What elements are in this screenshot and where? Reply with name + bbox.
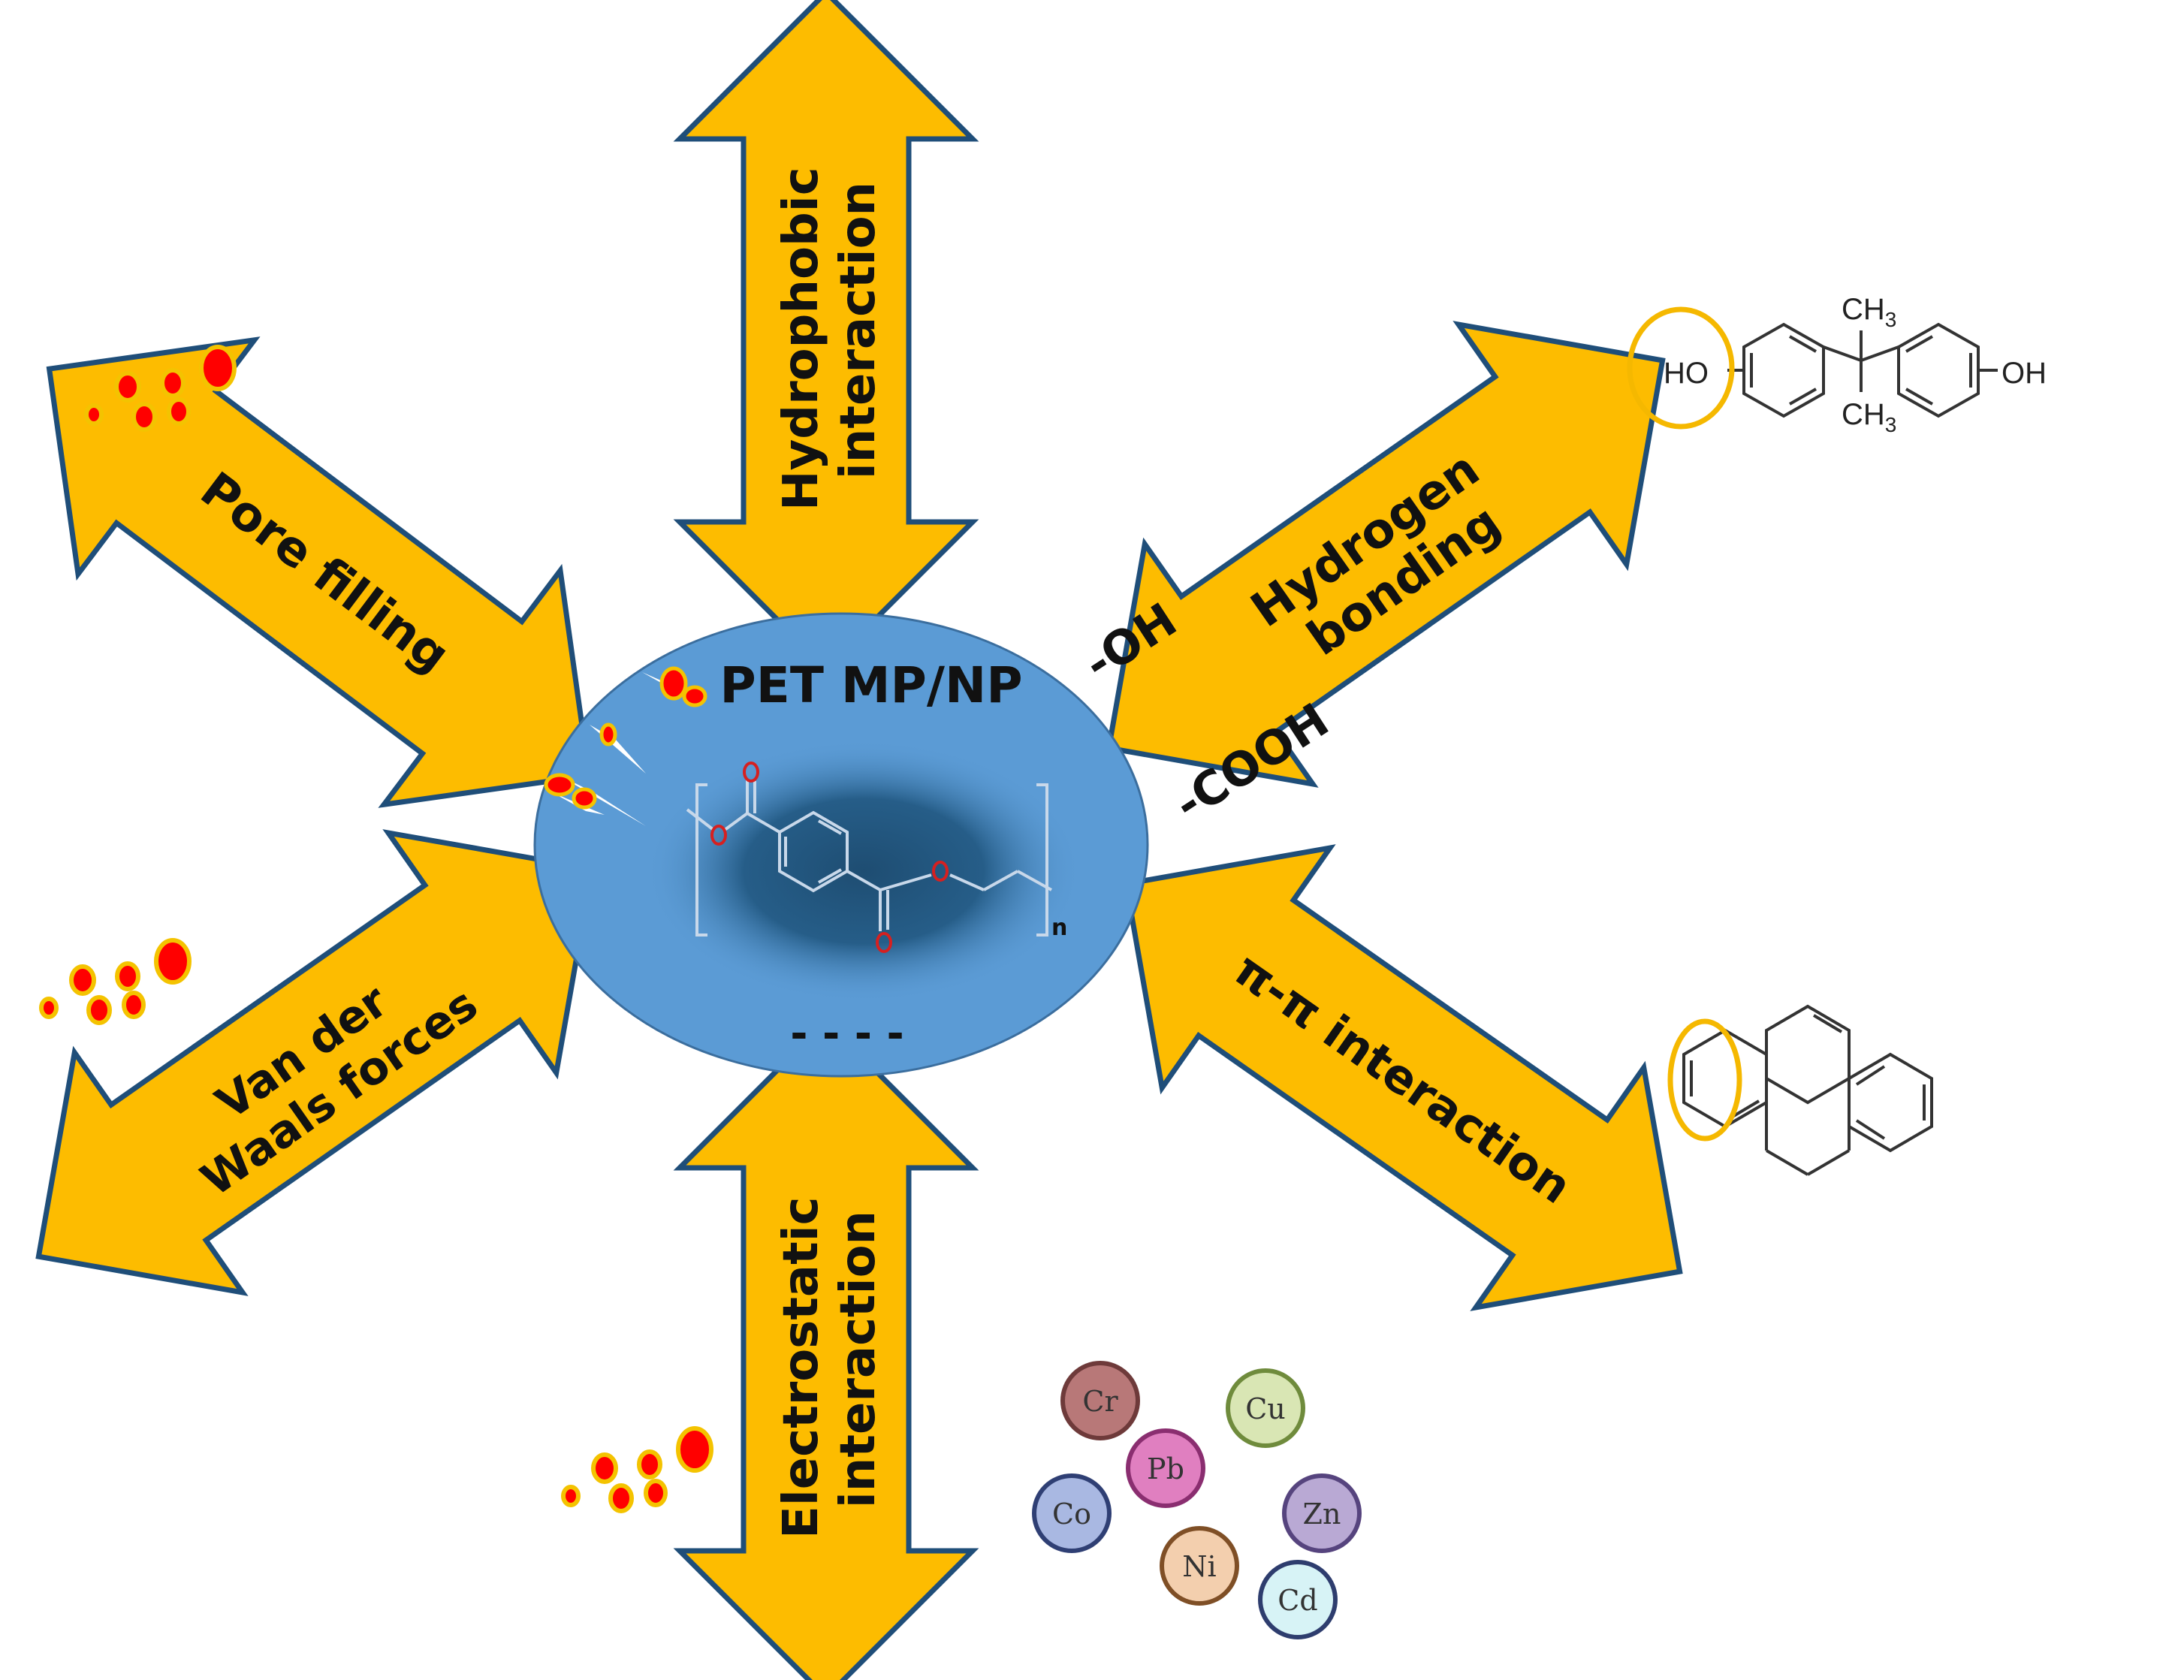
metal-ion-cu: Cu	[1226, 1368, 1305, 1448]
svg-text:Cu: Cu	[1245, 1392, 1286, 1425]
pollutant-cluster-left	[41, 940, 189, 1023]
metal-ion-cr: Cr	[1060, 1361, 1140, 1440]
surface-charge: - - - -	[790, 1009, 903, 1058]
pet-repeat-unit-structure	[686, 780, 1052, 937]
svg-text:Hydrophobic interaction: Hydrophobic interaction	[774, 150, 886, 511]
label-electrostatic-line2: interaction	[831, 1211, 886, 1508]
particle-title: PET MP/NP	[719, 656, 1022, 714]
hydroxyl-highlight-ring	[1627, 306, 1735, 430]
svg-text:Cd: Cd	[1278, 1584, 1317, 1617]
svg-text:Co: Co	[1052, 1498, 1091, 1531]
label-hydrophobic-line2: interaction	[831, 182, 886, 479]
repeat-index: n	[1051, 915, 1067, 941]
label-electrostatic-line1: Electrostatic	[774, 1196, 829, 1538]
svg-text:Ni: Ni	[1182, 1550, 1216, 1583]
aromatic-highlight-ring	[1667, 1018, 1742, 1142]
phenanthrene-structure	[1682, 1004, 1933, 1176]
svg-text:Pb: Pb	[1147, 1452, 1184, 1485]
pet-oxygen-atoms	[710, 762, 949, 953]
svg-text:Zn: Zn	[1303, 1498, 1341, 1531]
adsorbed-pollutants	[544, 666, 707, 810]
label-hydrophobic-line1: Hydrophobic	[774, 167, 829, 511]
bpa-ch3-bottom: CH3	[1842, 398, 1896, 436]
pollutant-cluster-bottom	[563, 1428, 711, 1511]
metal-ion-ni: Ni	[1160, 1526, 1239, 1606]
pet-particle: n PET MP/NP - - - -	[533, 612, 1149, 1078]
bpa-ch3-top: CH3	[1842, 293, 1896, 331]
svg-text:Cr: Cr	[1082, 1385, 1118, 1418]
bisphenol-a-structure	[1727, 322, 1998, 418]
svg-text:Electrostatic interaction: Electrostatic interaction	[774, 1180, 886, 1539]
metal-ion-pb: Pb	[1126, 1428, 1205, 1508]
metal-ion-co: Co	[1032, 1473, 1112, 1553]
metal-ion-cd: Cd	[1258, 1560, 1338, 1639]
metal-ion-zn: Zn	[1282, 1473, 1362, 1553]
bpa-oh-right: OH	[2001, 357, 2047, 390]
bpa-ho-left: HO	[1664, 357, 1709, 390]
